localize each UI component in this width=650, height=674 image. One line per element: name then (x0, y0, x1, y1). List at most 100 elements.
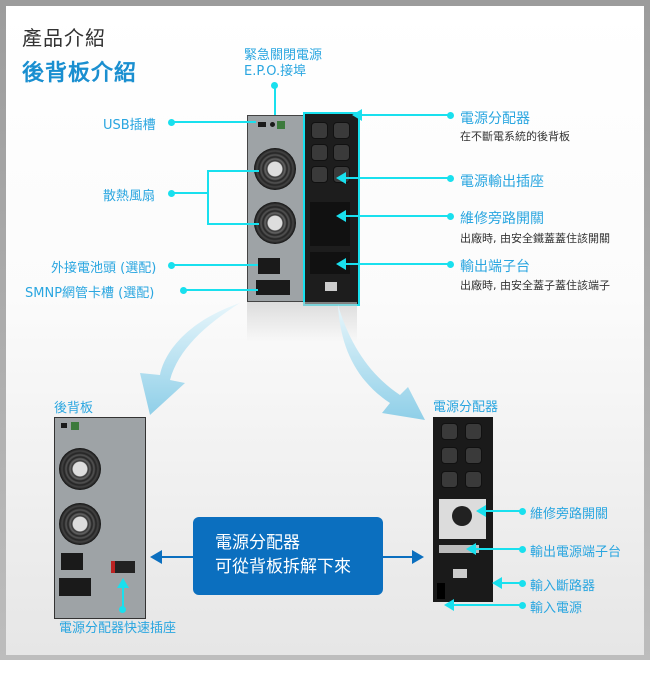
socket-dot (119, 606, 126, 613)
battery-leader (172, 264, 258, 266)
terminal-label: 輸出端子台 (460, 259, 530, 275)
epo-port (71, 422, 79, 430)
callout-line-left (160, 556, 194, 558)
pdu-input-label: 輸入電源 (530, 601, 583, 616)
back-panel-title: 後背板 (54, 401, 94, 416)
blue-arrow-left-icon (150, 550, 162, 564)
pdu-breaker-leader (502, 582, 522, 584)
usb-dot (168, 119, 175, 126)
bypass-leader (346, 215, 450, 217)
socket-label: 電源分配器快速插座 (59, 621, 177, 636)
bypass-cover (310, 202, 350, 246)
arrow-left-icon (336, 210, 346, 222)
bypass-note: 出廠時, 由安全鐵蓋蓋住該開關 (460, 232, 610, 245)
terminal-dot (447, 261, 454, 268)
fan-leader-bottom (207, 223, 259, 225)
epo-label: 緊急關閉電源 E.P.O.接埠 (244, 48, 322, 80)
outlet-icon (465, 471, 482, 488)
pdu-leader (362, 114, 450, 116)
terminal-block (439, 545, 479, 553)
pdu-bypass-label: 維修旁路開關 (530, 507, 609, 522)
usb-leader (172, 121, 256, 123)
breaker (325, 282, 337, 291)
fan-icon (254, 148, 296, 190)
usb-port (258, 122, 266, 127)
quick-socket (111, 561, 135, 573)
outlet-icon (333, 144, 350, 161)
curved-arrow-right-icon (338, 305, 425, 420)
outlets-dot (447, 175, 454, 182)
curved-arrow-left-icon (140, 303, 240, 415)
outlet-icon (311, 144, 328, 161)
pdu-dot (447, 112, 454, 119)
pdu-terminal-label: 輸出電源端子台 (530, 545, 622, 560)
callout-line1: 電源分配器 (215, 533, 300, 553)
terminal-note: 出廠時, 由安全蓋子蓋住該端子 (460, 279, 610, 292)
fan-leader-top (207, 170, 259, 172)
outlet-icon (441, 447, 458, 464)
switch-knob-icon (452, 506, 472, 526)
arrow-up-icon (117, 578, 129, 588)
pdu-note: 在不斷電系統的後背板 (460, 130, 570, 143)
outlet-icon (465, 423, 482, 440)
snmp-leader (184, 289, 258, 291)
blue-arrow-right-icon (412, 550, 424, 564)
snmp-dot (180, 287, 187, 294)
fan-leader (172, 192, 208, 194)
epo-leader (274, 85, 276, 125)
pdu-breaker-label: 輸入斷路器 (530, 579, 596, 594)
arrow-left-icon (476, 505, 486, 517)
callout-line2: 可從背板拆解下來 (215, 557, 351, 577)
snmp-label: SMNP網管卡槽 (選配) (25, 286, 155, 301)
pdu-terminal-dot (519, 546, 526, 553)
epo-port (277, 121, 285, 129)
pdu-bypass-dot (519, 508, 526, 515)
battery-connector (258, 258, 280, 274)
snmp-slot (59, 578, 91, 596)
page-title: 產品介紹 (22, 26, 106, 50)
fan-dot (168, 190, 175, 197)
battery-label: 外接電池頭 (選配) (51, 261, 157, 276)
epo-label-line1: 緊急關閉電源 (244, 48, 323, 63)
arrow-left-icon (352, 109, 362, 121)
battery-dot (168, 262, 175, 269)
bypass-label: 維修旁路開關 (460, 211, 544, 227)
arrow-left-icon (336, 172, 346, 184)
pdu-breaker-dot (519, 580, 526, 587)
input-breaker (453, 569, 467, 578)
back-panel-image (54, 417, 146, 619)
port (270, 122, 275, 127)
outlet-icon (441, 423, 458, 440)
callout-line-right (383, 556, 413, 558)
fan-label: 散熱風扇 (103, 189, 156, 204)
pdu-input-dot (519, 602, 526, 609)
outlet-icon (311, 122, 328, 139)
snmp-slot (256, 280, 290, 295)
fan-icon (59, 503, 101, 545)
pdu-detail-title: 電源分配器 (433, 400, 499, 415)
arrow-left-icon (336, 258, 346, 270)
battery-connector (61, 553, 83, 570)
usb-port (61, 423, 67, 428)
outlet-icon (333, 122, 350, 139)
fan-bracket (207, 170, 209, 224)
pdu-input-leader (454, 604, 522, 606)
arrow-left-icon (444, 599, 454, 611)
section-title: 後背板介紹 (22, 60, 138, 86)
outlet-icon (465, 447, 482, 464)
epo-label-line2: E.P.O.接埠 (244, 64, 307, 79)
outlet-icon (311, 166, 328, 183)
fan-icon (254, 202, 296, 244)
fan-icon (59, 448, 101, 490)
usb-label: USB插槽 (103, 118, 156, 133)
ups-rear-left (247, 115, 304, 302)
outlets-leader (346, 177, 450, 179)
bypass-dot (447, 213, 454, 220)
arrow-left-icon (492, 577, 502, 589)
pdu-label: 電源分配器 (460, 111, 530, 127)
terminal-leader (346, 263, 450, 265)
outlets-label: 電源輸出插座 (460, 174, 544, 190)
curved-arrows (140, 303, 425, 420)
detach-callout: 電源分配器 可從背板拆解下來 (193, 517, 383, 595)
input-cord (437, 583, 445, 599)
